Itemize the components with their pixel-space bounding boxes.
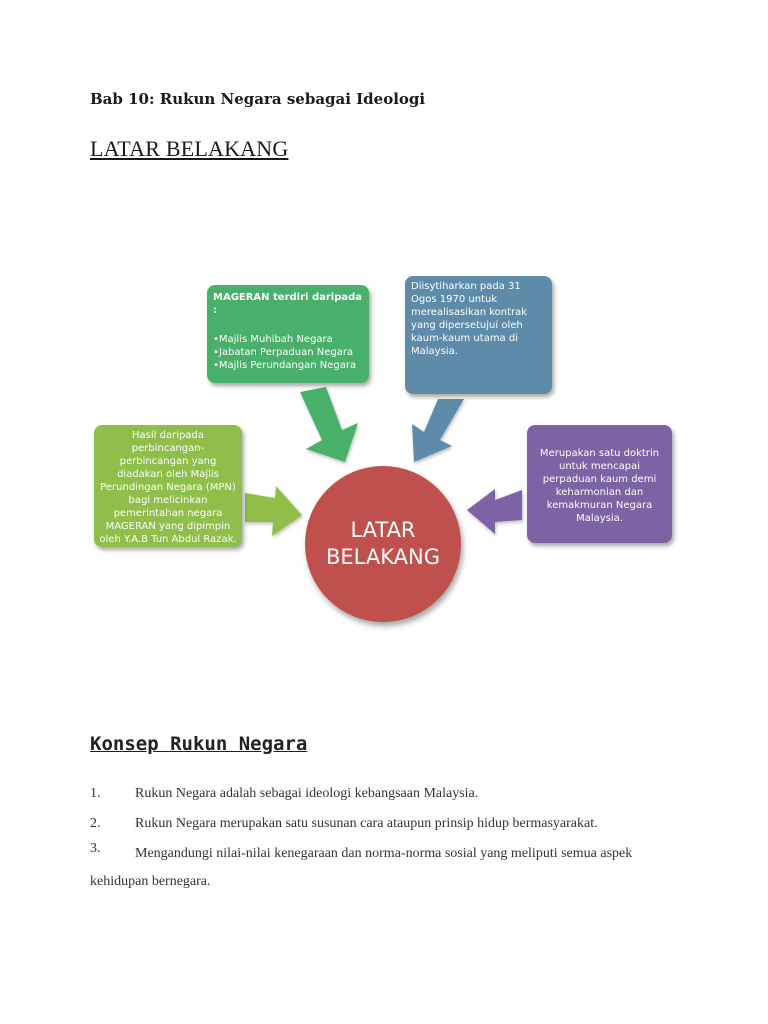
concept-list: 1. Rukun Negara adalah sebagai ideologi … <box>90 785 690 909</box>
item-text: Rukun Negara adalah sebagai ideologi keb… <box>135 786 479 801</box>
mageran-item: •Majlis Muhibah Negara <box>213 334 333 345</box>
list-item: 2. Rukun Negara merupakan satu susunan c… <box>90 815 690 832</box>
mageran-item: •Jabatan Perpaduan Negara <box>213 347 354 358</box>
section-heading: LATAR BELAKANG <box>90 136 289 161</box>
mageran-item: •Majlis Perundangan Negara <box>213 360 357 371</box>
item-number: 1. <box>90 786 101 801</box>
origin-box: Hasil daripada perbincangan-perbincangan… <box>94 425 242 547</box>
arrow-top-right <box>412 399 464 462</box>
arrow-left <box>245 486 302 536</box>
center-circle: LATAR BELAKANG <box>305 466 461 622</box>
doctrine-box: Merupakan satu doktrin untuk mencapai pe… <box>527 425 672 543</box>
chapter-title: Bab 10: Rukun Negara sebagai Ideologi <box>90 90 426 108</box>
arrow-top-left <box>300 387 358 462</box>
arrow-right <box>467 489 522 534</box>
item-text: Rukun Negara merupakan satu susunan cara… <box>135 816 598 831</box>
item-number: 3. <box>90 841 101 856</box>
list-item: 1. Rukun Negara adalah sebagai ideologi … <box>90 785 690 802</box>
center-label: LATAR BELAKANG <box>326 518 440 569</box>
mageran-title: MAGERAN terdiri daripada : <box>213 292 363 316</box>
declaration-box: Diisytiharkan pada 31 Ogos 1970 untuk me… <box>405 276 552 394</box>
mageran-list: •Majlis Muhibah Negara •Jabatan Perpadua… <box>213 333 363 372</box>
concept-heading: Konsep Rukun Negara <box>90 733 308 755</box>
list-item: 3. Mengandungi nilai-nilai kenegaraan da… <box>90 840 690 896</box>
item-number: 2. <box>90 816 101 831</box>
mageran-box: MAGERAN terdiri daripada : •Majlis Muhib… <box>207 285 369 383</box>
item-text: Mengandungi nilai-nilai kenegaraan dan n… <box>90 846 633 889</box>
